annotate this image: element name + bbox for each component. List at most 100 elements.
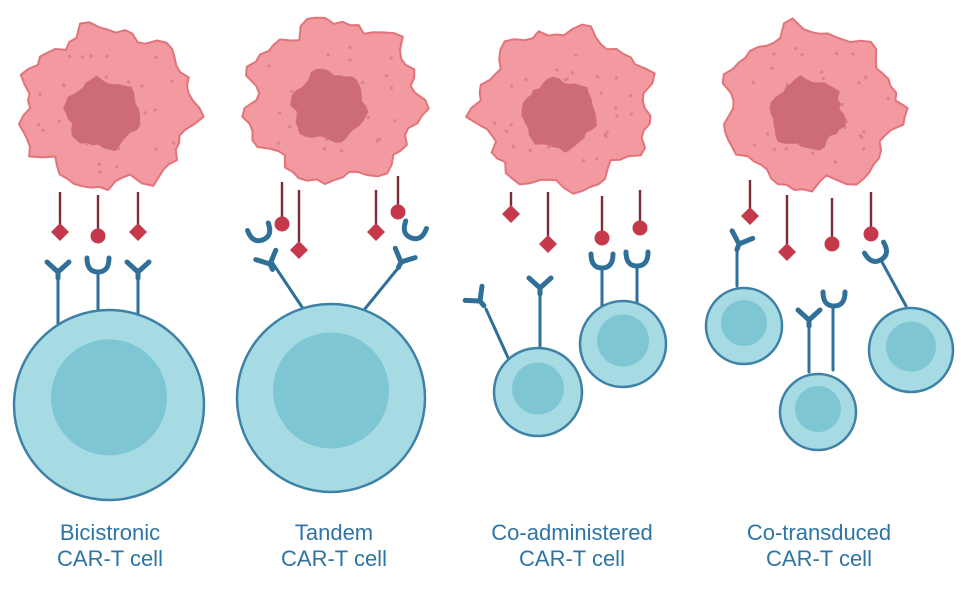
tumor-granule	[614, 106, 618, 110]
car-t-cell-icon	[778, 372, 858, 452]
caption-tandem: Tandem CAR-T cell	[224, 520, 444, 572]
tumor-nucleus	[769, 75, 847, 151]
car-u-receptor-icon	[84, 255, 112, 275]
tumor-granule	[493, 121, 497, 125]
antigen-circle	[90, 228, 106, 244]
tumor-granule	[864, 75, 868, 80]
panel-tandem	[235, 16, 430, 494]
car-u-cup	[861, 239, 889, 264]
tumor-granule	[172, 141, 176, 145]
tumor-granule	[595, 75, 600, 79]
tumor-cell-icon	[465, 23, 656, 195]
antigen-diamond-icon	[502, 192, 520, 223]
tumor-granule	[821, 76, 825, 81]
antigen-diamond	[129, 223, 147, 241]
panel-co-administered	[462, 23, 668, 438]
car-y-receptor-icon	[253, 247, 279, 272]
tcell-nucleus	[273, 332, 389, 449]
tumor-granule	[753, 143, 757, 147]
antigen-diamond	[539, 235, 557, 253]
car-y-receptor-icon	[795, 307, 823, 329]
tumor-granule	[339, 149, 344, 153]
car-u-receptor-icon	[820, 289, 848, 309]
tumor-granule	[765, 132, 770, 136]
antigen-circle	[632, 220, 648, 236]
car-stem	[880, 260, 908, 308]
caption-line-1: Tandem	[294, 520, 374, 545]
tumor-granule	[784, 147, 788, 151]
caption-co-administered: Co-administered CAR-T cell	[462, 520, 682, 572]
tumor-granule	[570, 71, 574, 75]
antigen-circle	[863, 226, 879, 242]
tumor-granule	[595, 157, 599, 161]
tumor-granule	[565, 77, 569, 81]
car-stem	[270, 260, 308, 315]
tumor-granule	[851, 52, 855, 56]
tumor-cell-icon	[721, 17, 909, 193]
antigen-diamond-icon	[778, 195, 796, 261]
tumor-granule	[97, 162, 102, 166]
caption-line-2: CAR-T cell	[57, 546, 163, 571]
tumor-granule	[348, 45, 352, 49]
tumor-granule	[348, 58, 352, 62]
tumor-granule	[389, 56, 393, 60]
tumor-granule	[860, 135, 864, 139]
tumor-granule	[770, 66, 774, 71]
tumor-granule	[115, 165, 119, 169]
tumor-granule	[615, 114, 619, 118]
car-stem	[362, 260, 405, 312]
tumor-nucleus	[290, 68, 369, 143]
tumor-granule	[170, 79, 174, 83]
car-y-receptor-icon	[44, 259, 72, 281]
antigen-diamond-icon	[367, 190, 385, 241]
tumor-granule	[153, 108, 157, 112]
tumor-cell-icon	[18, 21, 205, 191]
car-t-cell-icon	[12, 308, 206, 502]
tumor-granule	[277, 111, 282, 115]
tumor-granule	[509, 123, 513, 127]
tumor-granule	[290, 89, 294, 94]
tumor-granule	[41, 128, 45, 132]
car-u-cup	[401, 218, 429, 242]
caption-line-1: Co-transduced	[746, 520, 892, 545]
antigen-diamond-icon	[129, 192, 147, 241]
antigen-circle	[390, 204, 406, 220]
tumor-granule	[524, 77, 528, 82]
tumor-nucleus	[63, 75, 141, 152]
tcell-nucleus	[512, 362, 564, 415]
tumor-granule	[366, 115, 370, 120]
tcell-nucleus	[51, 339, 167, 456]
car-y-arms	[795, 307, 823, 329]
tumor-granule	[61, 83, 65, 87]
antigen-diamond	[51, 223, 69, 241]
tumor-granule	[834, 52, 839, 56]
tumor-granule	[326, 53, 330, 57]
caption-co-transduced: Co-transduced CAR-T cell	[709, 520, 929, 572]
car-stem	[484, 307, 512, 364]
car-y-receptor-icon	[526, 275, 554, 297]
tumor-granule	[68, 54, 72, 59]
tumor-granule	[80, 55, 84, 59]
tumor-granule	[375, 138, 379, 142]
tumor-granule	[857, 81, 861, 85]
antigen-diamond	[778, 243, 796, 261]
tumor-granule	[886, 96, 891, 101]
caption-line-1: Bicistronic	[59, 520, 161, 545]
tumor-cell-icon	[241, 16, 430, 185]
car-u-cup	[820, 289, 848, 309]
car-u-cup	[245, 220, 273, 244]
car-t-cell-icon	[492, 346, 584, 438]
antigen-circle-icon	[274, 182, 290, 232]
caption-line-1: Co-administered	[491, 520, 653, 545]
tumor-granule	[555, 68, 559, 72]
tumor-granule	[37, 122, 41, 127]
tumor-granule	[154, 55, 158, 60]
antigen-diamond-icon	[290, 190, 308, 259]
tcell-nucleus	[597, 314, 649, 367]
tumor-granule	[599, 91, 603, 95]
car-y-arms	[253, 247, 279, 272]
tumor-granule	[154, 147, 158, 151]
car-y-receptor-icon	[392, 245, 418, 270]
